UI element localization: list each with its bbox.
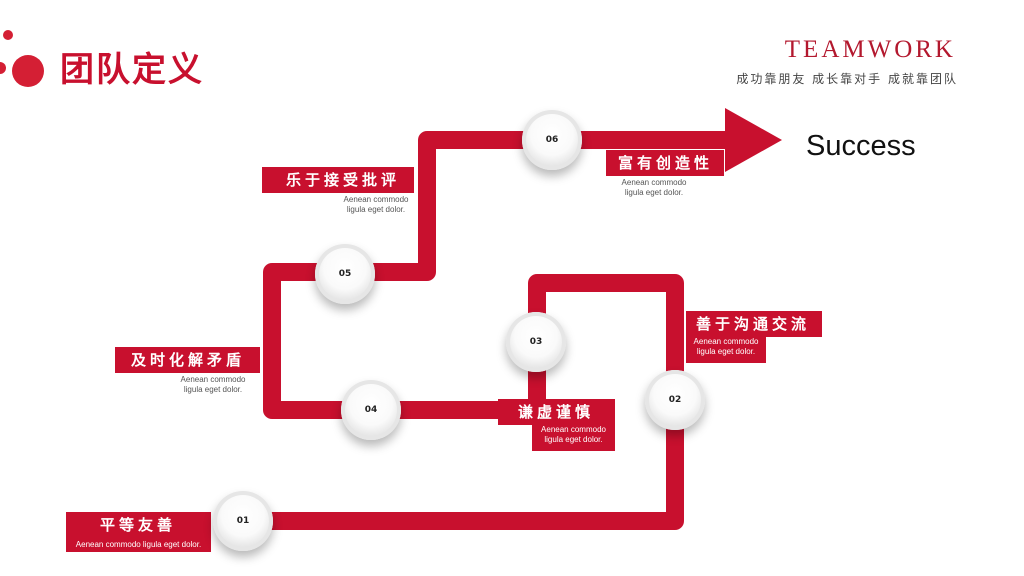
goal-label: Success	[806, 130, 916, 162]
arrow-head	[725, 108, 782, 172]
brand-slogan: 成功靠朋友 成长靠对手 成就靠团队	[736, 72, 958, 86]
step-06-desc: Aenean commodo ligula eget dolor.	[621, 178, 687, 197]
decor-dot-half	[0, 62, 6, 74]
step-03-desc: Aenean commodo ligula eget dolor.	[532, 425, 615, 451]
step-03-node: 03	[506, 312, 566, 372]
page-title: 团队定义	[60, 50, 204, 90]
step-03-number: 03	[529, 337, 543, 347]
step-02-desc: Aenean commodo ligula eget dolor.	[686, 337, 766, 363]
step-02-node: 02	[645, 370, 705, 430]
step-02-label: 善于沟通交流	[686, 311, 822, 337]
step-06-label: 富有创造性	[606, 150, 724, 176]
step-01-node: 01	[213, 491, 273, 551]
step-05-node: 05	[315, 244, 375, 304]
step-05-label: 乐于接受批评	[262, 167, 414, 193]
step-05-number: 05	[338, 269, 352, 279]
step-04-label: 及时化解矛盾	[115, 347, 260, 373]
step-01-number: 01	[236, 516, 250, 526]
step-02-number: 02	[668, 395, 682, 405]
step-01-label: 平等友善	[66, 512, 211, 538]
step-03-label: 谦虚谨慎	[498, 399, 615, 425]
step-05-desc: Aenean commodo ligula eget dolor.	[343, 195, 409, 214]
step-04-number: 04	[364, 405, 378, 415]
decor-dot-large	[12, 55, 44, 87]
step-04-node: 04	[341, 380, 401, 440]
step-04-desc: Aenean commodo ligula eget dolor.	[180, 375, 246, 394]
decor-dot-small	[3, 30, 13, 40]
step-06-number: 06	[545, 135, 559, 145]
step-06-node: 06	[522, 110, 582, 170]
brand-title: TEAMWORK	[784, 36, 956, 63]
step-01-desc: Aenean commodo ligula eget dolor.	[66, 538, 211, 552]
